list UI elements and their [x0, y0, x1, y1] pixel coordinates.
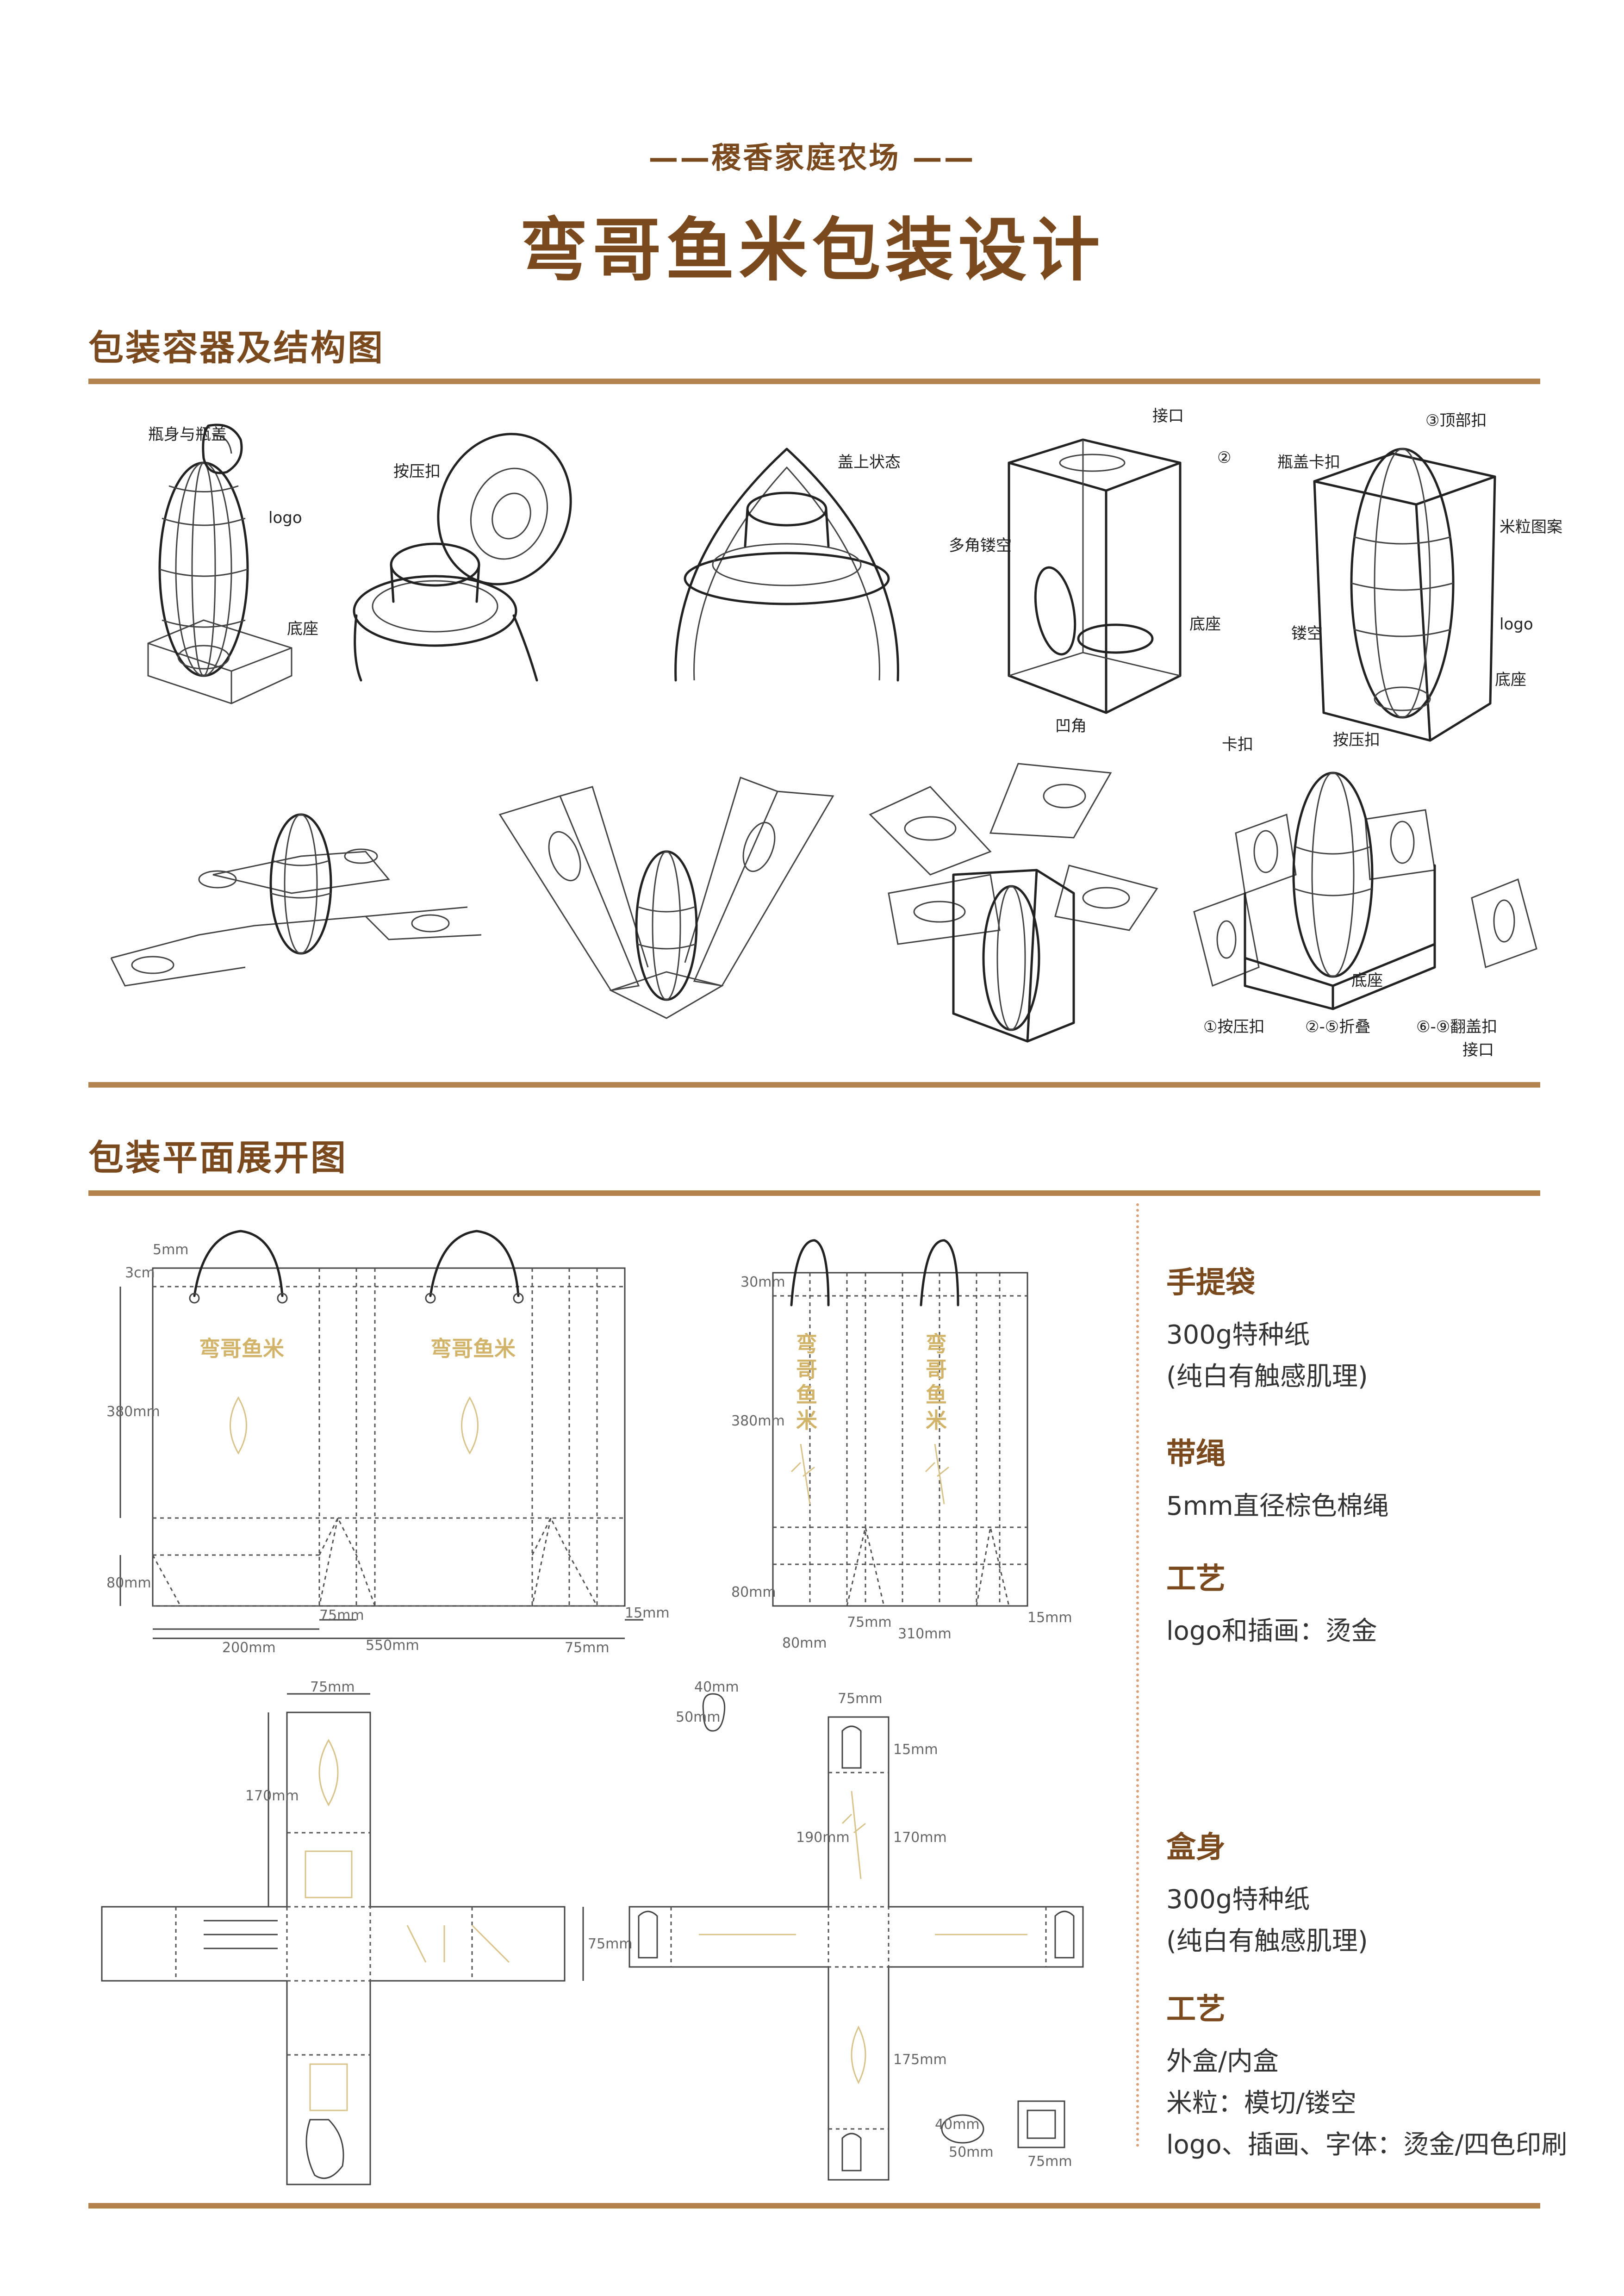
svg-text:15mm: 15mm — [625, 1605, 670, 1621]
sketch-unfold-v — [498, 777, 834, 1019]
section-divider — [88, 379, 1540, 384]
sketch-bottle-in-box: ③顶部扣 瓶盖卡扣 米粒图案 镂空 logo 底座 — [1277, 411, 1562, 742]
svg-text:镂空: 镂空 — [1291, 624, 1323, 643]
svg-text:卡扣: 卡扣 — [1222, 735, 1253, 754]
svg-text:75mm: 75mm — [565, 1640, 610, 1656]
spec-box-craft-3: logo、插画、字体：烫金/四色印刷 — [1166, 2130, 1568, 2160]
section-flat-heading: 包装平面展开图 — [88, 1137, 348, 1178]
svg-text:15mm: 15mm — [1027, 1610, 1072, 1626]
spec-rope-heading: 带绳 — [1166, 1437, 1226, 1471]
svg-text:75mm: 75mm — [310, 1679, 355, 1695]
svg-text:瓶盖卡扣: 瓶盖卡扣 — [1277, 453, 1340, 472]
svg-text:30mm: 30mm — [740, 1274, 785, 1290]
svg-text:弯: 弯 — [926, 1332, 947, 1356]
svg-text:多角镂空: 多角镂空 — [949, 536, 1012, 555]
svg-text:②-⑤折叠: ②-⑤折叠 — [1305, 1018, 1370, 1036]
sketch-open-lid: 按压扣 — [353, 433, 572, 682]
svg-text:50mm: 50mm — [676, 1709, 721, 1725]
svg-text:190mm: 190mm — [796, 1829, 850, 1846]
svg-text:50mm: 50mm — [949, 2144, 994, 2160]
svg-text:鱼: 鱼 — [796, 1382, 817, 1407]
bottom-divider — [88, 2203, 1540, 2209]
sketch-closed-top: 盖上状态 — [674, 448, 901, 682]
page-title: 弯哥鱼米包装设计 — [519, 211, 1105, 290]
svg-text:170mm: 170mm — [893, 1829, 947, 1846]
svg-text:盖上状态: 盖上状态 — [838, 453, 901, 472]
svg-text:鱼: 鱼 — [926, 1382, 947, 1407]
svg-text:80mm: 80mm — [106, 1575, 151, 1591]
section-divider-3 — [88, 1190, 1540, 1196]
svg-text:底座: 底座 — [1495, 671, 1526, 689]
svg-text:75mm: 75mm — [838, 1691, 883, 1707]
svg-text:⑥-⑨翻盖扣: ⑥-⑨翻盖扣 — [1416, 1018, 1497, 1036]
section-structure-heading: 包装容器及结构图 — [88, 327, 385, 368]
svg-text:哥: 哥 — [926, 1357, 947, 1382]
svg-text:按压扣: 按压扣 — [1333, 731, 1380, 749]
svg-text:75mm: 75mm — [588, 1936, 633, 1952]
spec-box-craft-2: 米粒：模切/镂空 — [1166, 2088, 1356, 2118]
svg-text:瓶身与瓶盖: 瓶身与瓶盖 — [148, 425, 227, 444]
svg-text:弯哥鱼米: 弯哥鱼米 — [199, 1336, 284, 1361]
svg-text:3cm: 3cm — [125, 1265, 155, 1281]
spec-bag-heading: 手提袋 — [1166, 1266, 1255, 1300]
sketch-bottle-on-base: 瓶身与瓶盖 logo 底座 — [147, 423, 318, 704]
svg-text:底座: 底座 — [1351, 971, 1383, 990]
spec-box-paper-2: (纯白有触感肌理) — [1166, 1926, 1368, 1956]
svg-text:380mm: 380mm — [106, 1404, 160, 1420]
dieline-box-outer: 75mm 170mm 75mm — [101, 1679, 633, 2185]
svg-text:弯哥鱼米: 弯哥鱼米 — [430, 1336, 516, 1361]
svg-text:底座: 底座 — [1189, 615, 1221, 634]
svg-text:米: 米 — [796, 1408, 817, 1433]
spec-bag-craft-heading: 工艺 — [1166, 1562, 1226, 1596]
svg-text:80mm: 80mm — [731, 1584, 776, 1600]
svg-text:40mm: 40mm — [935, 2116, 980, 2133]
svg-text:接口: 接口 — [1152, 407, 1184, 425]
spec-bag-paper-2: (纯白有触感肌理) — [1166, 1362, 1368, 1392]
sketch-unfold-cross — [110, 813, 482, 987]
svg-text:170mm: 170mm — [245, 1788, 299, 1804]
svg-text:接口: 接口 — [1462, 1041, 1494, 1059]
svg-text:米: 米 — [926, 1408, 947, 1433]
svg-text:米粒图案: 米粒图案 — [1500, 518, 1562, 536]
spec-divider — [1136, 1203, 1139, 2147]
sketch-unfold-box — [869, 763, 1158, 1043]
dieline-box-inner: 40mm 50mm 75mm 15mm 190mm 170mm 175mm 40… — [628, 1679, 1084, 2181]
svg-text:75mm: 75mm — [1027, 2153, 1072, 2170]
svg-text:40mm: 40mm — [694, 1679, 739, 1695]
svg-text:200mm: 200mm — [222, 1640, 276, 1656]
svg-text:5mm: 5mm — [153, 1242, 189, 1258]
spec-bag-paper-1: 300g特种纸 — [1166, 1320, 1310, 1350]
brand-subtitle: ——稷香家庭农场 —— — [648, 141, 976, 175]
svg-text:75mm: 75mm — [847, 1614, 892, 1630]
svg-text:80mm: 80mm — [782, 1635, 827, 1651]
spec-box-paper-1: 300g特种纸 — [1166, 1885, 1310, 1915]
svg-text:哥: 哥 — [796, 1357, 817, 1382]
svg-text:底座: 底座 — [287, 620, 318, 638]
spec-box-craft-heading: 工艺 — [1166, 1992, 1226, 2027]
svg-text:75mm: 75mm — [319, 1607, 364, 1624]
spec-rope-text: 5mm直径棕色棉绳 — [1166, 1491, 1389, 1521]
svg-text:②: ② — [1217, 448, 1231, 467]
svg-text:凹角: 凹角 — [1055, 717, 1087, 735]
sketch-box-with-bottle: 接口 ② 多角镂空 底座 凹角 — [949, 407, 1231, 735]
sketch-assembly-steps: 卡扣 按压扣 底座 ①按压扣 ②-⑤折叠 ⑥-⑨翻盖扣 接口 — [1193, 731, 1537, 1059]
svg-text:logo: logo — [268, 509, 302, 527]
svg-text:380mm: 380mm — [731, 1413, 785, 1429]
spec-bag-craft-text: logo和插画：烫金 — [1166, 1616, 1377, 1646]
dieline-bag-wide: 弯哥鱼米 弯哥鱼米 3cm 5mm 380mm 80mm 75mm 550mm … — [106, 1230, 670, 1656]
svg-text:③顶部扣: ③顶部扣 — [1425, 411, 1487, 430]
svg-text:①按压扣: ①按压扣 — [1203, 1018, 1264, 1036]
dieline-bag-narrow: 弯 哥 鱼 米 弯 哥 鱼 米 30mm 380mm 80mm 75mm 310… — [731, 1239, 1072, 1651]
svg-text:15mm: 15mm — [893, 1742, 938, 1758]
section-divider-2 — [88, 1082, 1540, 1088]
svg-text:550mm: 550mm — [366, 1637, 419, 1654]
svg-text:310mm: 310mm — [898, 1626, 952, 1642]
spec-box-heading: 盒身 — [1166, 1830, 1226, 1865]
svg-text:按压扣: 按压扣 — [393, 462, 441, 481]
svg-text:弯: 弯 — [796, 1332, 817, 1356]
spec-box-craft-1: 外盒/内盒 — [1166, 2047, 1279, 2077]
svg-text:logo: logo — [1500, 615, 1533, 634]
svg-text:175mm: 175mm — [893, 2052, 947, 2068]
